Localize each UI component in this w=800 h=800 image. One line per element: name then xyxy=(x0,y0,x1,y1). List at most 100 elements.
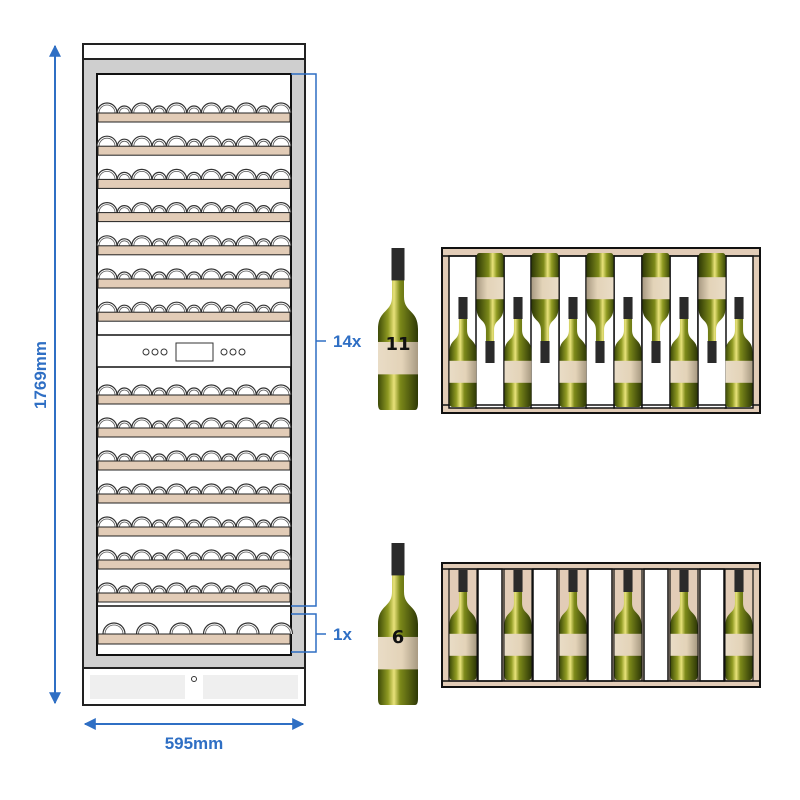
bottle-end xyxy=(166,301,188,313)
bottle-end xyxy=(235,384,257,396)
bottle-end xyxy=(200,582,222,594)
bottle-label xyxy=(614,360,642,383)
bottle-label xyxy=(559,633,587,656)
bottle-end xyxy=(256,205,272,213)
bottle-label xyxy=(449,633,477,656)
shelf-board xyxy=(97,592,291,603)
bottle-label xyxy=(378,636,418,670)
bottle-cap xyxy=(513,297,523,319)
bottle-end xyxy=(200,516,222,528)
bottle-end xyxy=(131,582,153,594)
bottle-end xyxy=(186,271,202,280)
shelf xyxy=(96,202,292,223)
bottle-end xyxy=(200,102,222,114)
bottle-end xyxy=(256,271,272,280)
bottle-end xyxy=(96,582,118,594)
bottle-end xyxy=(96,450,118,462)
bottle-end xyxy=(166,516,188,528)
bottle-end xyxy=(270,417,292,429)
wine-bottle xyxy=(614,570,642,680)
bottle-end xyxy=(221,304,237,313)
bottle-end xyxy=(166,135,188,147)
rack-upper xyxy=(441,247,761,414)
bottle-cap xyxy=(707,341,717,363)
bottle-end xyxy=(131,135,153,147)
bottle-end xyxy=(221,205,237,213)
bottle-end xyxy=(151,519,167,528)
shelf xyxy=(96,135,292,156)
bottle-end xyxy=(131,301,153,313)
bottle-end xyxy=(270,582,292,594)
wine-bottle xyxy=(698,253,726,363)
bottle-end xyxy=(116,585,132,594)
bottle-label xyxy=(476,277,504,300)
bottle-end xyxy=(151,486,167,495)
bottle-end xyxy=(200,268,222,280)
zone-count-1x: 1x xyxy=(333,625,352,644)
bottle-end xyxy=(256,171,272,180)
wine-bottle xyxy=(642,253,670,363)
shelf-board xyxy=(97,112,291,123)
bottle-end xyxy=(270,384,292,396)
shelf xyxy=(96,301,292,322)
bottle-cap xyxy=(651,341,661,363)
bottle-label xyxy=(642,277,670,300)
bottle-end xyxy=(116,171,132,180)
bottle-end xyxy=(221,387,237,396)
bottle-cap xyxy=(734,297,744,319)
shelf-board xyxy=(97,145,291,156)
bottle-end xyxy=(200,301,222,313)
bottle-end xyxy=(166,102,188,114)
bottle-end xyxy=(166,168,188,180)
bottle-end xyxy=(256,138,272,147)
shelf-board xyxy=(97,460,291,471)
bottle-cap xyxy=(485,341,495,363)
bottle-end xyxy=(96,202,118,213)
shelf-board xyxy=(97,633,291,645)
shelf xyxy=(96,384,292,405)
bottle-cap xyxy=(595,341,605,363)
bottle-end xyxy=(235,235,257,246)
bottle-end xyxy=(166,384,188,396)
bottle-end xyxy=(131,202,153,213)
bottle-end xyxy=(256,585,272,594)
rack-gap xyxy=(699,568,725,682)
shelf xyxy=(96,168,292,189)
bottle-end xyxy=(202,622,227,635)
bottle-cap xyxy=(568,570,578,592)
shelf-board xyxy=(97,212,291,223)
bottle-end xyxy=(256,453,272,462)
bottle-end xyxy=(235,135,257,147)
bottle-end xyxy=(116,138,132,147)
bottle-end xyxy=(186,171,202,180)
bottle-end xyxy=(151,387,167,396)
bottle-count-upper: 11 xyxy=(385,334,410,355)
bottle-label xyxy=(586,277,614,300)
rack-gap xyxy=(587,568,613,682)
bottle-end xyxy=(96,483,118,495)
bottle-end xyxy=(151,271,167,280)
bottle-end xyxy=(235,582,257,594)
right-buttons xyxy=(220,348,246,356)
zone-bracket-14x: 14x xyxy=(291,73,362,607)
bottle-end xyxy=(151,171,167,180)
bottle-end xyxy=(221,585,237,594)
bottle-end xyxy=(166,268,188,280)
bottle-end xyxy=(186,105,202,114)
bottle-cap xyxy=(391,543,405,576)
bottle-end xyxy=(131,235,153,246)
bottle-end xyxy=(131,384,153,396)
zone-count-14x: 14x xyxy=(333,332,362,351)
bottle-end xyxy=(131,102,153,114)
shelf-board xyxy=(97,493,291,504)
bottle-end xyxy=(269,622,294,635)
shelf xyxy=(96,235,292,256)
bottle-end xyxy=(116,105,132,114)
shelf xyxy=(96,450,292,471)
bottle-label xyxy=(378,341,418,375)
bottle-end xyxy=(256,105,272,114)
wine-bottle-upper-zone xyxy=(378,248,418,410)
bottle-end xyxy=(96,268,118,280)
bottle-end xyxy=(131,549,153,561)
